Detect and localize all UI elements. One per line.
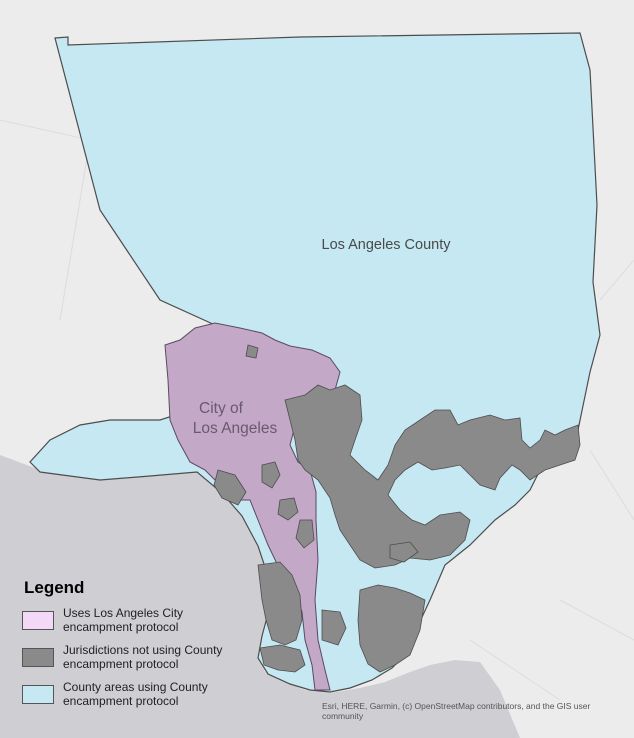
legend-label-noncounty: Jurisdictions not using County encampmen… [63, 643, 223, 671]
map-attribution: Esri, HERE, Garmin, (c) OpenStreetMap co… [322, 701, 591, 721]
city-label-line2: Los Angeles [193, 420, 278, 437]
legend-label-county: County areas using County encampment pro… [63, 680, 208, 708]
legend-swatch-city [22, 610, 54, 630]
legend-swatch-noncounty [22, 647, 54, 667]
legend-label-city: Uses Los Angeles City encampment protoco… [63, 606, 184, 634]
legend-item-noncounty: Jurisdictions not using County encampmen… [22, 643, 252, 671]
legend-item-county-protocol: County areas using County encampment pro… [22, 680, 252, 708]
legend-title: Legend [24, 578, 85, 597]
ocean [0, 455, 520, 738]
legend: Legend Uses Los Angeles City encampment … [22, 578, 252, 717]
county-label: Los Angeles County [322, 237, 452, 253]
non-county-jurisdictions[interactable] [213, 344, 581, 673]
legend-swatch-county [22, 684, 54, 704]
city-label-line1: City of [199, 400, 244, 417]
legend-item-city-protocol: Uses Los Angeles City encampment protoco… [22, 606, 252, 634]
